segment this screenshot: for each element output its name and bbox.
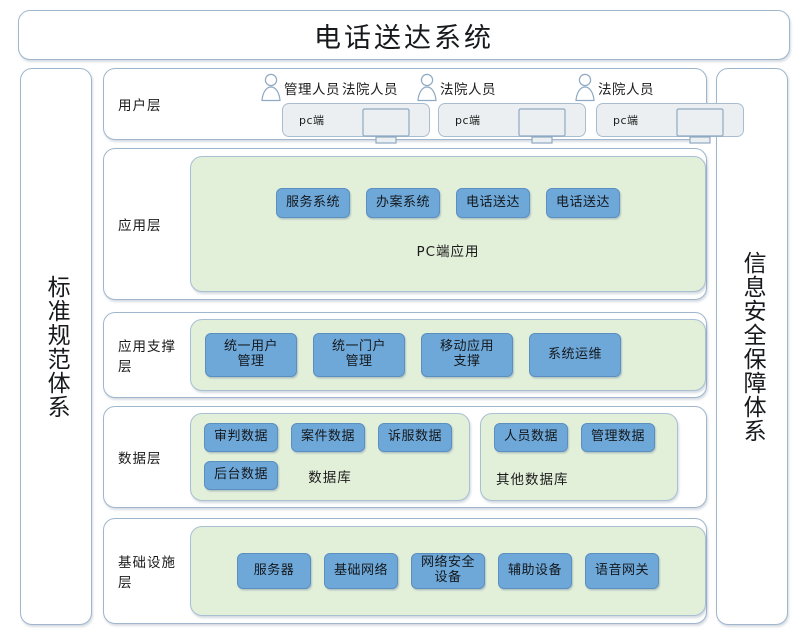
user-terminal-3[interactable]: pc端 [596,103,744,144]
infrastructure-item[interactable]: 服务器 [236,553,311,589]
user-terminal-2[interactable]: pc端 [438,103,586,144]
person-icon [574,73,596,103]
application-item[interactable]: 办案系统 [365,188,440,218]
support-item[interactable]: 统一用户 管理 [205,333,297,377]
data-item[interactable]: 管理数据 [581,423,655,452]
person-icon [260,73,282,103]
layer-infrastructure-label: 基础设施层 [118,555,176,591]
data-group-main-db: 审判数据 案件数据 诉服数据 后台数据 数据库 [190,413,470,501]
user-terminal-1[interactable]: pc端 [282,103,430,144]
support-item[interactable]: 统一门户 管理 [313,333,405,377]
layer-support: 应用支撑层 统一用户 管理 统一门户 管理 移动应用 支撑 系统运维 [103,312,707,398]
layer-support-body: 统一用户 管理 统一门户 管理 移动应用 支撑 系统运维 [190,313,706,397]
user-group-1: 管理人员 pc端 [260,69,430,144]
application-group-caption: PC端应用 [416,244,480,260]
user-role-label-extra: 法院人员 [342,82,398,98]
terminal-label: pc端 [613,114,639,127]
layer-user-body: 管理人员 pc端 法院人员 法院人员 [190,69,744,144]
side-band-right-label: 信息安全保障体系 [739,250,766,443]
data-item[interactable]: 审判数据 [204,423,278,452]
monitor-icon [515,108,569,144]
data-other-db-caption: 其他数据库 [496,472,569,488]
layer-data-body: 审判数据 案件数据 诉服数据 后台数据 数据库 人员数据 管理数据 其他数据库 [190,407,706,507]
user-group-3: 法院人员 pc端 [574,69,744,144]
monitor-icon [673,108,727,144]
side-band-standards: 标准规范体系 [20,68,92,625]
layer-support-label: 应用支撑层 [118,339,176,375]
layer-user-label: 用户层 [118,98,162,114]
user-role-label: 法院人员 [440,82,496,98]
data-main-row-2: 后台数据 数据库 [191,452,469,490]
infrastructure-item[interactable]: 网络安全 设备 [410,553,485,589]
layer-data: 数据层 审判数据 案件数据 诉服数据 后台数据 数据库 人员数据 管理数据 其他… [103,406,707,508]
application-item[interactable]: 电话送达 [546,188,621,218]
data-item[interactable]: 后台数据 [204,461,278,490]
terminal-label: pc端 [299,114,325,127]
infrastructure-group: 服务器 基础网络 网络安全 设备 辅助设备 语音网关 [190,526,706,616]
monitor-icon [359,108,413,144]
application-items: 服务系统 办案系统 电话送达 电话送达 [275,188,621,218]
diagram-title-bar: 电话送达系统 [18,10,790,60]
layer-infrastructure: 基础设施层 服务器 基础网络 网络安全 设备 辅助设备 语音网关 [103,518,707,624]
side-band-left-label: 标准规范体系 [43,274,70,419]
support-item[interactable]: 系统运维 [529,333,621,377]
layer-infrastructure-body: 服务器 基础网络 网络安全 设备 辅助设备 语音网关 [190,519,706,623]
infrastructure-item[interactable]: 基础网络 [323,553,398,589]
terminal-label: pc端 [455,114,481,127]
application-item[interactable]: 服务系统 [275,188,350,218]
side-band-security: 信息安全保障体系 [716,68,788,625]
user-role-label: 法院人员 [598,82,654,98]
user-group-2: 法院人员 pc端 [416,69,586,144]
person-icon [416,73,438,103]
data-item[interactable]: 人员数据 [494,423,568,452]
data-item[interactable]: 诉服数据 [378,423,452,452]
page-title: 电话送达系统 [314,22,494,54]
support-item[interactable]: 移动应用 支撑 [421,333,513,377]
application-group-pc: 服务系统 办案系统 电话送达 电话送达 PC端应用 [190,156,706,292]
data-item[interactable]: 案件数据 [291,423,365,452]
support-group: 统一用户 管理 统一门户 管理 移动应用 支撑 系统运维 [190,319,706,391]
layer-data-label: 数据层 [118,451,162,467]
layer-application-label: 应用层 [118,218,162,234]
data-main-row-1: 审判数据 案件数据 诉服数据 [191,414,469,452]
infrastructure-item[interactable]: 辅助设备 [498,553,573,589]
application-item[interactable]: 电话送达 [456,188,531,218]
infrastructure-item[interactable]: 语音网关 [585,553,660,589]
layer-application-body: 服务系统 办案系统 电话送达 电话送达 PC端应用 [190,149,706,299]
layer-user: 用户层 管理人员 pc端 法院人员 [103,68,744,144]
data-other-row-1: 人员数据 管理数据 [481,414,677,452]
layer-application: 应用层 服务系统 办案系统 电话送达 电话送达 PC端应用 [103,148,707,300]
data-main-db-caption: 数据库 [308,469,352,486]
data-group-other-db: 人员数据 管理数据 其他数据库 [480,413,678,501]
user-role-label: 管理人员 [284,82,340,98]
